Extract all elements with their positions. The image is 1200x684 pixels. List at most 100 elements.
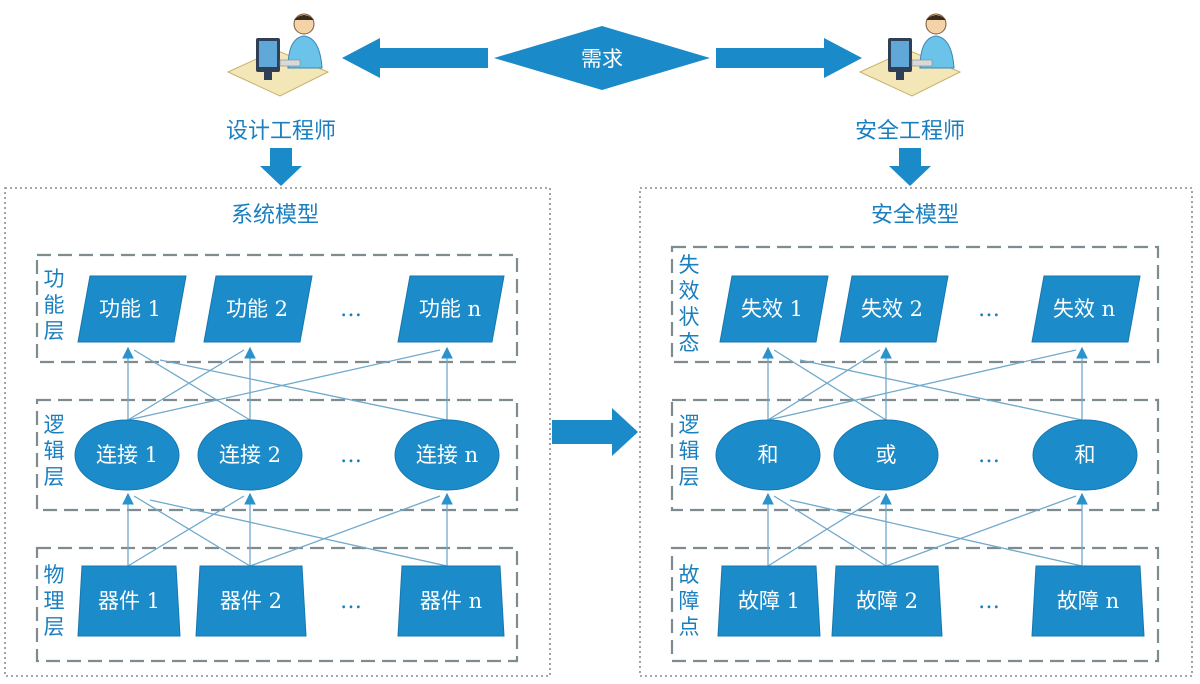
ellipsis: … [340, 589, 364, 614]
side-char: 状 [679, 305, 700, 329]
connection-node-1 [74, 419, 180, 491]
failure-node-1 [719, 275, 829, 343]
failure-node-n-label: 失效 n [1053, 297, 1115, 321]
connector [767, 349, 1077, 421]
system-layer-box-1 [35, 253, 519, 364]
safety-model-title: 安全模型 [871, 203, 959, 228]
connector [159, 359, 448, 421]
connector [127, 349, 441, 421]
connector [789, 499, 1083, 567]
ellipsis: … [340, 443, 364, 468]
arrow-down-safety [889, 148, 931, 186]
side-char: 功 [44, 267, 65, 291]
device-node-n-label: 器件 n [420, 589, 482, 613]
safety-layer-box-1 [670, 245, 1160, 364]
fault-node-2-label: 故障 2 [856, 589, 918, 613]
requirement-label: 需求 [581, 47, 623, 71]
connector [149, 499, 448, 567]
system-layer-label-2: 逻 辑 层 [44, 413, 65, 489]
fault-node-1-label: 故障 1 [738, 589, 800, 613]
connector [799, 359, 1083, 421]
side-char: 理 [44, 589, 65, 613]
arrow-to-design-engineer [342, 38, 488, 78]
device-node-1-label: 器件 1 [98, 589, 160, 613]
ellipsis: … [978, 589, 1002, 614]
function-node-1-label: 功能 1 [99, 297, 161, 321]
safety-model-box [639, 187, 1193, 677]
safety-connectors [762, 346, 1088, 567]
function-node-2 [203, 275, 313, 343]
system-connectors [122, 346, 453, 567]
safety-layer-box-3 [670, 546, 1160, 663]
safety-engineer-icon [858, 13, 962, 97]
function-node-n [397, 275, 505, 343]
design-engineer-label: 设计工程师 [226, 119, 336, 144]
device-node-1 [77, 565, 181, 637]
side-char: 层 [679, 465, 700, 489]
fault-node-n-label: 故障 n [1057, 589, 1119, 613]
failure-node-2-label: 失效 2 [861, 297, 923, 321]
side-char: 辑 [44, 439, 65, 463]
connector [133, 495, 251, 567]
function-node-n-label: 功能 n [419, 297, 481, 321]
system-layer-box-2 [35, 398, 519, 512]
ellipsis: … [340, 297, 364, 322]
side-char: 层 [44, 615, 65, 639]
safety-layer-label-1: 失 效 状 态 [679, 253, 700, 355]
function-node-1 [77, 275, 187, 343]
and-gate-node-n-label: 和 [1075, 443, 1096, 467]
or-gate-node [833, 419, 939, 491]
side-char: 物 [44, 563, 65, 587]
ellipsis: … [978, 443, 1002, 468]
connection-node-2 [197, 419, 303, 491]
connector [133, 349, 251, 421]
failure-node-2 [839, 275, 949, 343]
system-layer-box-3 [35, 546, 519, 663]
connector [773, 495, 887, 567]
and-gate-node-1-label: 和 [758, 443, 779, 467]
system-layer-label-1: 功 能 层 [44, 267, 65, 343]
fault-node-n [1031, 565, 1145, 637]
side-char: 能 [44, 293, 65, 317]
safety-layer-label-2: 逻 辑 层 [679, 413, 700, 489]
device-node-n [397, 565, 505, 637]
fault-node-2 [831, 565, 943, 637]
connector [127, 495, 245, 567]
system-layer-label-3: 物 理 层 [44, 563, 65, 639]
system-model-title: 系统模型 [231, 203, 319, 228]
device-node-2-label: 器件 2 [220, 589, 282, 613]
requirement-diamond [494, 26, 710, 90]
connection-node-2-label: 连接 2 [219, 443, 281, 467]
system-model-box [4, 187, 551, 677]
side-char: 辑 [679, 439, 700, 463]
or-gate-node-label: 或 [876, 443, 897, 467]
device-node-2 [195, 565, 307, 637]
connector [773, 349, 887, 421]
side-char: 态 [679, 331, 700, 355]
function-node-2-label: 功能 2 [226, 297, 288, 321]
arrow-to-safety-engineer [716, 38, 862, 78]
and-gate-node-n [1032, 419, 1138, 491]
side-char: 点 [679, 615, 700, 639]
connector [767, 495, 881, 567]
connection-node-n [394, 419, 500, 491]
safety-layer-box-2 [670, 398, 1160, 512]
connection-node-1-label: 连接 1 [96, 443, 158, 467]
side-char: 层 [44, 465, 65, 489]
model-transform-arrow [552, 408, 638, 456]
side-char: 层 [44, 319, 65, 343]
connector [885, 495, 1077, 567]
side-char: 逻 [679, 413, 700, 437]
arrow-down-system [260, 148, 302, 186]
connector [249, 495, 441, 567]
side-char: 障 [679, 589, 700, 613]
safety-engineer-label: 安全工程师 [855, 119, 965, 144]
fault-node-1 [717, 565, 821, 637]
design-engineer-icon [226, 13, 330, 97]
side-char: 逻 [44, 413, 65, 437]
side-char: 故 [679, 563, 700, 587]
failure-node-1-label: 失效 1 [741, 297, 803, 321]
side-char: 效 [679, 279, 700, 303]
connector [127, 349, 245, 421]
